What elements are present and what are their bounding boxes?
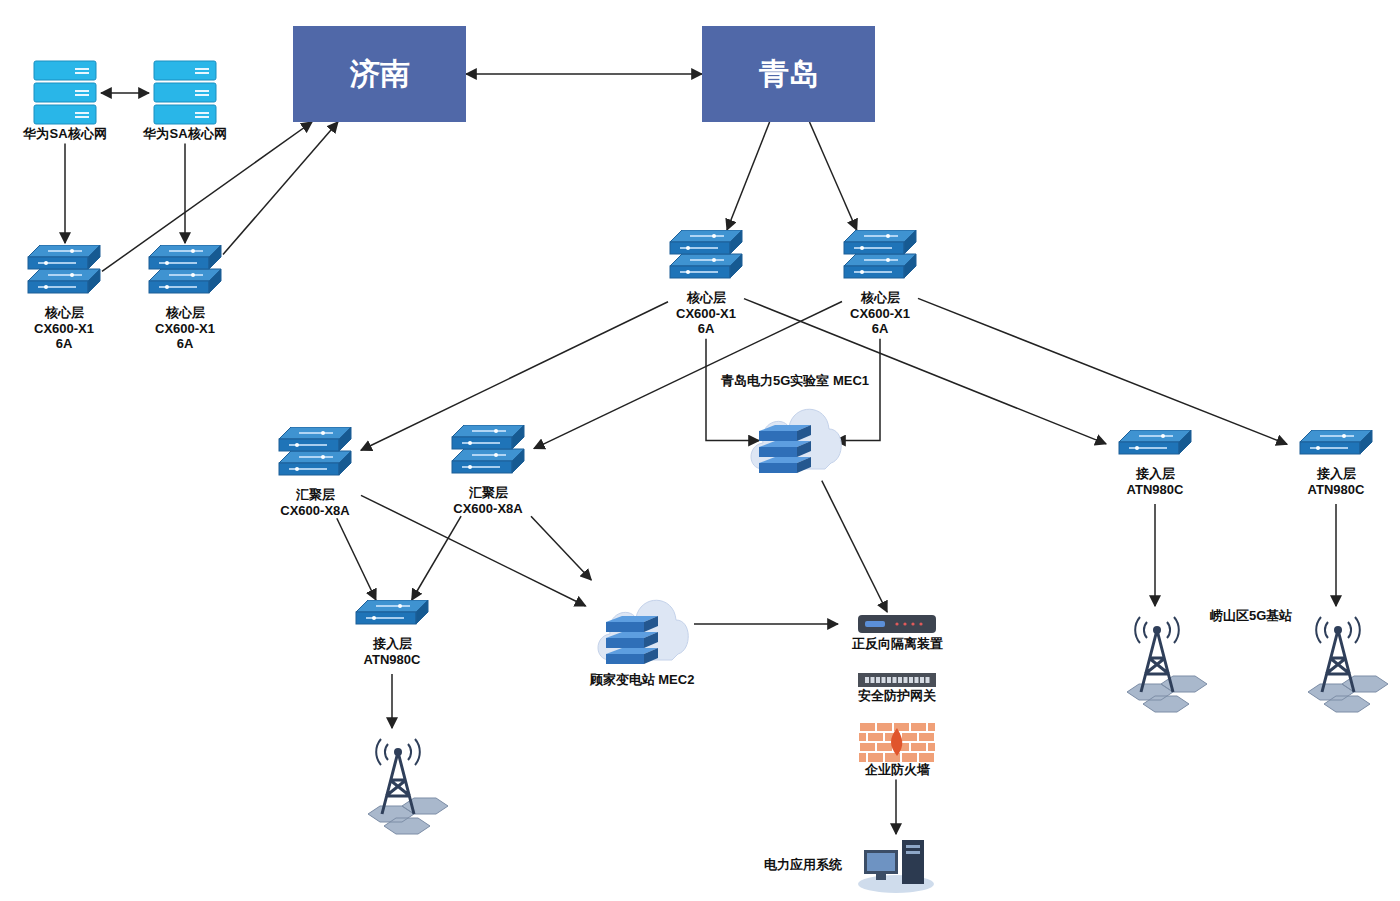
link-arrow: [694, 623, 838, 625]
link-arrow: [706, 339, 759, 441]
city-name: 济南: [350, 56, 410, 92]
link-arrow: [810, 122, 857, 230]
link-arrow: [918, 298, 1287, 444]
mec-cloud-icon: [592, 580, 692, 672]
link-arrow: [337, 518, 376, 600]
device-label: 接入层 ATN980C: [1110, 466, 1200, 497]
device-label: 华为SA核心网: [23, 126, 106, 142]
link-arrow: [391, 674, 393, 728]
router-icon: [450, 425, 526, 485]
device-node: 核心层 CX600-X1 6A: [842, 230, 918, 337]
device-node: 顾家变电站 MEC2: [586, 580, 699, 688]
device-label: 安全防护网关: [858, 688, 936, 704]
link-arrow: [1335, 504, 1337, 606]
device-label: 企业防火墙: [865, 762, 930, 778]
city-name: 青岛: [759, 56, 819, 92]
device-node: 汇聚层 CX600-X8A: [442, 425, 534, 516]
device-node: 华为SA核心网: [12, 60, 118, 142]
device-label: 核心层 CX600-X1 6A: [150, 305, 220, 352]
link-arrow: [895, 780, 897, 834]
router-icon: [354, 600, 430, 636]
city-box: 青岛: [702, 26, 875, 122]
link-arrow: [361, 302, 668, 451]
router-icon: [668, 230, 744, 290]
device-label: 青岛电力5G实验室 MEC1: [721, 373, 869, 389]
link-arrow: [412, 516, 461, 600]
link-arrow: [184, 144, 186, 243]
device-node: 正反向隔离装置: [842, 612, 952, 652]
base-station: [1127, 617, 1207, 712]
device-label: 核心层 CX600-X1 6A: [671, 290, 741, 337]
isolator-icon: [857, 612, 937, 636]
city-box: 济南: [293, 26, 466, 122]
device-node: 企业防火墙: [847, 722, 947, 778]
link-arrow: [727, 122, 770, 230]
device-node: 接入层 ATN980C: [1287, 430, 1385, 497]
link-arrow: [102, 122, 312, 271]
server-icon: [33, 60, 97, 126]
device-node: 华为SA核心网: [132, 60, 238, 142]
device-node: 汇聚层 CX600-X8A: [269, 427, 361, 518]
link-arrow: [822, 481, 887, 612]
device-label: 顾家变电站 MEC2: [590, 672, 695, 688]
link-arrow: [531, 516, 591, 580]
device-label: 电力应用系统: [764, 857, 842, 873]
link-arrow: [466, 73, 702, 75]
gateway-icon: [857, 672, 937, 688]
server-icon: [153, 60, 217, 126]
device-node: 电力应用系统: [755, 836, 945, 894]
base-station: [1308, 617, 1388, 712]
computer-icon: [856, 836, 936, 894]
router-icon: [1117, 430, 1193, 466]
device-label: 华为SA核心网: [143, 126, 226, 142]
area-label: 崂山区5G基站: [1210, 607, 1292, 625]
device-node: 核心层 CX600-X1 6A: [26, 245, 102, 352]
router-icon: [26, 245, 102, 305]
device-label: 接入层 ATN980C: [347, 636, 437, 667]
device-label: 正反向隔离装置: [852, 636, 943, 652]
router-icon: [1298, 430, 1374, 466]
link-arrow: [835, 339, 880, 441]
router-icon: [277, 427, 353, 487]
device-node: 核心层 CX600-X1 6A: [147, 245, 223, 352]
device-node: 接入层 ATN980C: [1106, 430, 1204, 497]
device-node: 青岛电力5G实验室 MEC1: [717, 373, 873, 481]
link-arrow: [1154, 504, 1156, 606]
link-arrow: [101, 92, 149, 94]
device-node: 核心层 CX600-X1 6A: [668, 230, 744, 337]
device-node: 安全防护网关: [842, 672, 952, 704]
link-arrow: [64, 144, 66, 243]
device-label: 核心层 CX600-X1 6A: [29, 305, 99, 352]
mec-cloud-icon: [745, 389, 845, 481]
device-label: 核心层 CX600-X1 6A: [845, 290, 915, 337]
firewall-icon: [859, 722, 935, 762]
router-icon: [842, 230, 918, 290]
device-label: 汇聚层 CX600-X8A: [273, 487, 357, 518]
link-arrow: [223, 122, 338, 255]
device-label: 接入层 ATN980C: [1291, 466, 1381, 497]
device-label: 汇聚层 CX600-X8A: [446, 485, 530, 516]
router-icon: [147, 245, 223, 305]
base-station: [368, 739, 448, 834]
device-node: 接入层 ATN980C: [343, 600, 441, 667]
